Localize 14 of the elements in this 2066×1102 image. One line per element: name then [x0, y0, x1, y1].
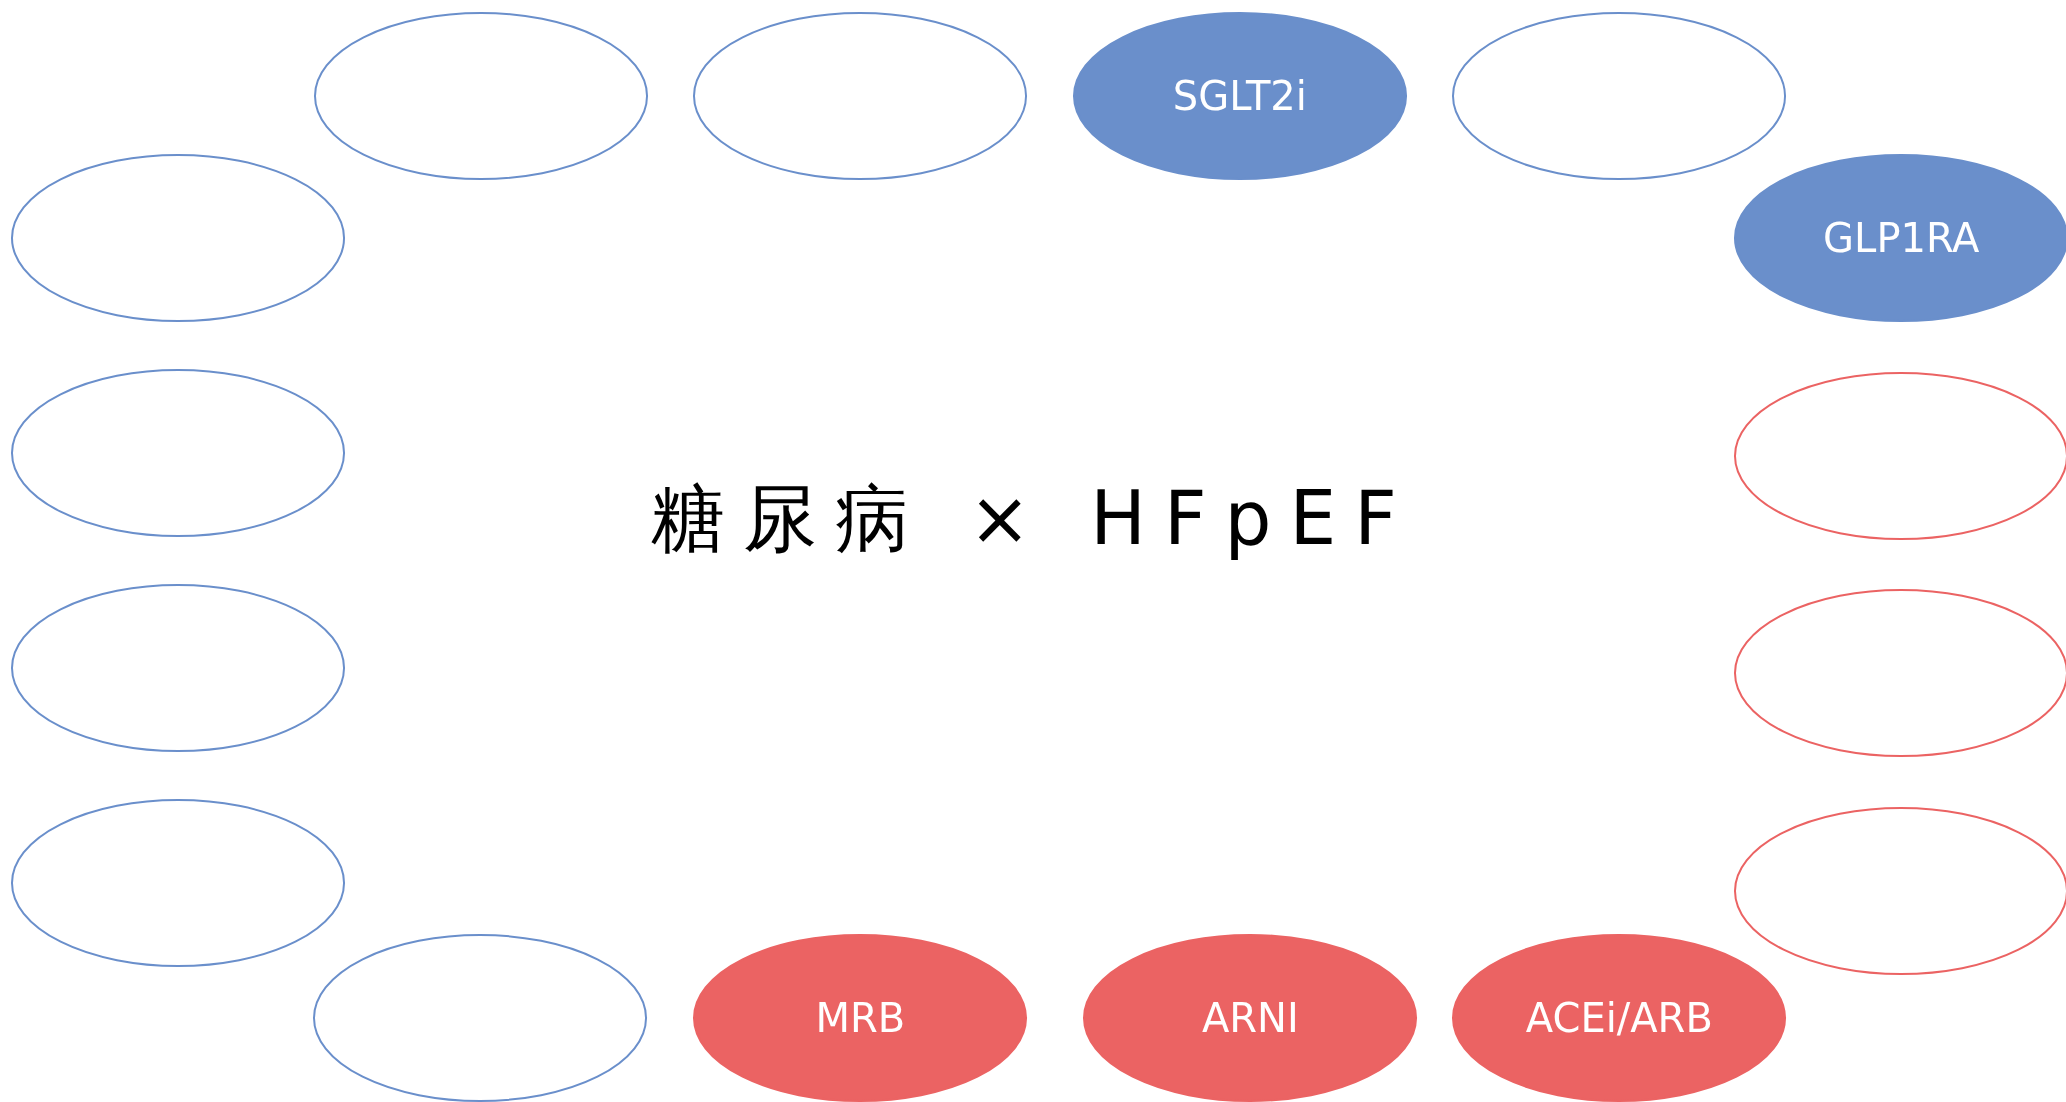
ellipse-node [9, 153, 346, 324]
drug-label: ARNI [1201, 995, 1299, 1042]
ellipse-node [9, 797, 346, 968]
drug-label: GLP1RA [1823, 215, 1980, 262]
drug-label: SGLT2i [1172, 73, 1307, 120]
ellipse-node [9, 583, 346, 753]
title: 糖尿病 × HFpEF [650, 474, 1416, 563]
ellipse-node [9, 368, 346, 539]
ellipse-node [692, 11, 1029, 182]
ellipse-node [1071, 11, 1408, 182]
ellipse-node [1451, 11, 1788, 182]
drug-label: MRB [815, 995, 906, 1042]
drug-label: ACEi/ARB [1525, 995, 1713, 1042]
ellipse-node [312, 11, 649, 182]
